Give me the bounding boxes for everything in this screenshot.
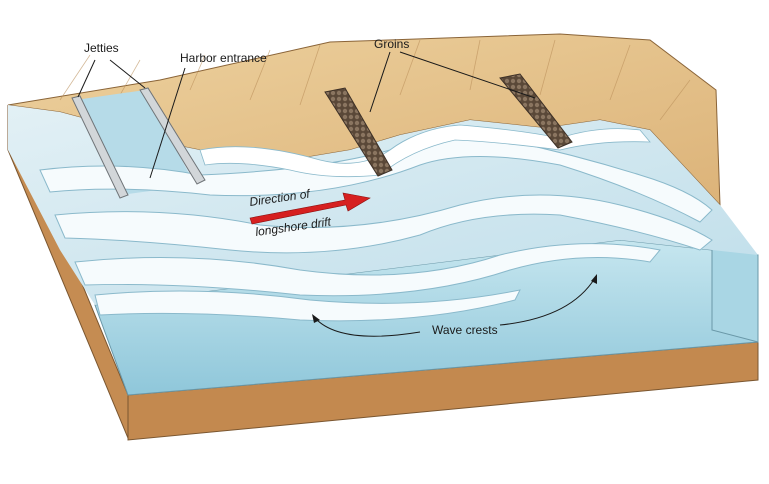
- shore-foam: [199, 124, 651, 178]
- jetty-right: [139, 87, 206, 185]
- groin-left: [324, 87, 393, 177]
- longshore-drift-arrow: [249, 192, 371, 225]
- label-wave-crests: Wave crests: [432, 323, 498, 337]
- label-groins: Groins: [374, 37, 409, 51]
- label-jetties: Jetties: [84, 41, 119, 55]
- label-harbor-entrance: Harbor entrance: [180, 51, 267, 65]
- leader-arrowheads: [312, 274, 597, 323]
- leader-lines: [77, 51, 596, 337]
- harbor-channel: [75, 90, 195, 195]
- beach-texture: [59, 39, 691, 121]
- wave-crests-foam: [39, 129, 713, 322]
- jetty-left: [71, 95, 129, 199]
